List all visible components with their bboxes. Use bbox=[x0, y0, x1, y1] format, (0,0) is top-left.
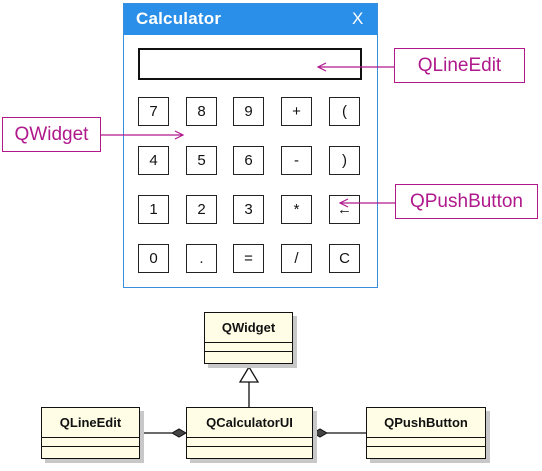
key-decimal[interactable]: . bbox=[186, 244, 217, 273]
uml-class-name: QCalculatorUI bbox=[187, 408, 312, 438]
uml-attributes-section bbox=[367, 438, 485, 447]
key-0[interactable]: 0 bbox=[138, 244, 169, 273]
uml-class-name: QWidget bbox=[205, 313, 292, 343]
uml-class-qcalculatorui: QCalculatorUI bbox=[186, 407, 313, 459]
close-button[interactable]: X bbox=[352, 9, 364, 28]
uml-methods-section bbox=[205, 352, 292, 361]
uml-class-qpushbutton: QPushButton bbox=[366, 407, 486, 459]
key-6[interactable]: 6 bbox=[233, 146, 264, 175]
key-equals[interactable]: = bbox=[233, 244, 264, 273]
window-title: Calculator bbox=[136, 9, 222, 28]
uml-attributes-section bbox=[42, 438, 139, 447]
key-2[interactable]: 2 bbox=[186, 195, 217, 224]
key-clear[interactable]: C bbox=[329, 244, 360, 273]
key-3[interactable]: 3 bbox=[233, 195, 264, 224]
title-bar: Calculator X bbox=[124, 4, 377, 35]
key-close-paren[interactable]: ) bbox=[329, 146, 360, 175]
key-1[interactable]: 1 bbox=[138, 195, 169, 224]
callout-qpushbutton: QPushButton bbox=[395, 184, 538, 219]
uml-methods-section bbox=[367, 447, 485, 456]
key-7[interactable]: 7 bbox=[138, 97, 169, 126]
key-5[interactable]: 5 bbox=[186, 146, 217, 175]
callout-qwidget: QWidget bbox=[2, 117, 101, 152]
uml-methods-section bbox=[187, 447, 312, 456]
key-divide[interactable]: / bbox=[281, 244, 312, 273]
key-open-paren[interactable]: ( bbox=[329, 97, 360, 126]
uml-composition-diamond-lineedit bbox=[170, 428, 188, 438]
uml-composition-diamond-pushbutton bbox=[311, 428, 329, 438]
key-minus[interactable]: - bbox=[281, 146, 312, 175]
uml-attributes-section bbox=[205, 343, 292, 352]
callout-qlineedit: QLineEdit bbox=[394, 48, 525, 83]
uml-class-qwidget: QWidget bbox=[204, 312, 293, 364]
key-backspace[interactable]: ← bbox=[329, 195, 360, 224]
uml-attributes-section bbox=[187, 438, 312, 447]
key-9[interactable]: 9 bbox=[233, 97, 264, 126]
uml-methods-section bbox=[42, 447, 139, 456]
uml-class-qlineedit: QLineEdit bbox=[41, 407, 140, 459]
uml-class-name: QPushButton bbox=[367, 408, 485, 438]
calculator-window: Calculator X 7 8 9 + ( 4 5 6 - ) 1 2 3 *… bbox=[123, 3, 378, 288]
key-multiply[interactable]: * bbox=[281, 195, 312, 224]
key-plus[interactable]: + bbox=[281, 97, 312, 126]
key-8[interactable]: 8 bbox=[186, 97, 217, 126]
uml-class-name: QLineEdit bbox=[42, 408, 139, 438]
uml-inheritance-arrowhead bbox=[238, 365, 260, 383]
key-4[interactable]: 4 bbox=[138, 146, 169, 175]
